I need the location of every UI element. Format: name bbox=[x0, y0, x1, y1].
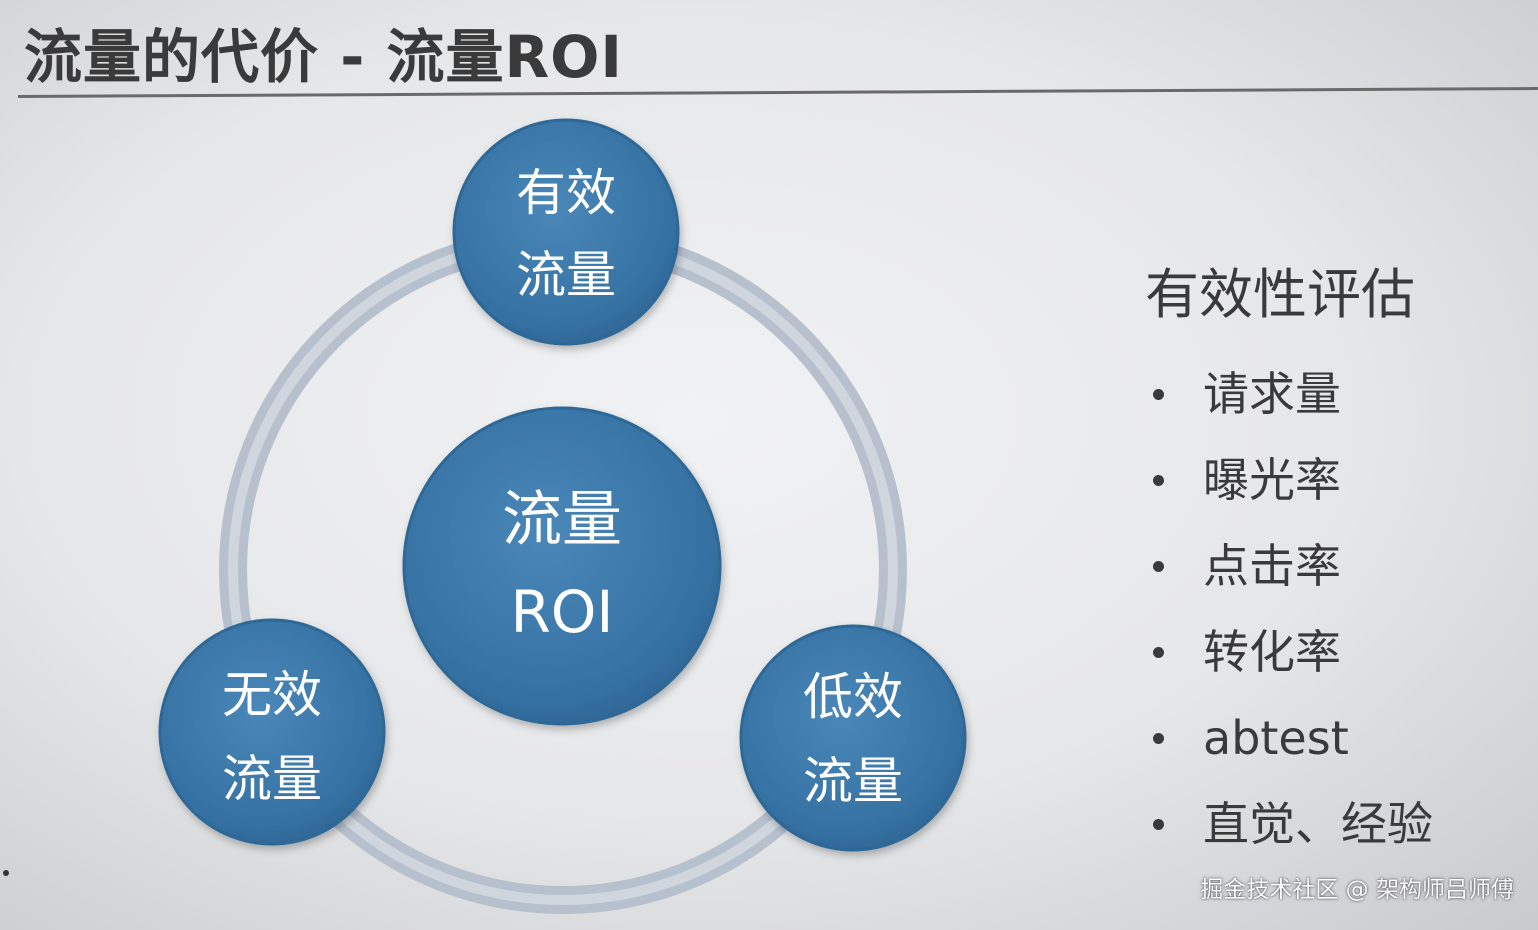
node-inefficient-traffic: 低效 流量 bbox=[739, 624, 967, 852]
node-inefficient-traffic-line2: 流量 bbox=[803, 752, 903, 810]
node-invalid-traffic-line1: 无效 bbox=[222, 666, 322, 724]
center-node-label-line2: ROI bbox=[510, 578, 613, 646]
effectiveness-heading: 有效性评估 bbox=[1145, 263, 1415, 326]
node-effective-traffic: 有效 流量 bbox=[452, 118, 680, 346]
list-item-label: 点击率 bbox=[1203, 539, 1341, 593]
slide-title: 流量的代价 - 流量ROI bbox=[24, 23, 624, 91]
center-node-label-line1: 流量 bbox=[502, 485, 622, 555]
list-item: 直觉、经验 bbox=[1145, 781, 1515, 867]
node-inefficient-traffic-line1: 低效 bbox=[803, 668, 903, 726]
list-item: 转化率 bbox=[1145, 609, 1515, 695]
list-item: 曝光率 bbox=[1145, 437, 1515, 523]
bullet-icon bbox=[1153, 475, 1164, 486]
list-item: 请求量 bbox=[1145, 351, 1515, 437]
list-item-label: 请求量 bbox=[1203, 367, 1341, 421]
bullet-icon bbox=[1153, 733, 1164, 744]
node-invalid-traffic-line2: 流量 bbox=[222, 750, 322, 808]
list-item-label: 直觉、经验 bbox=[1203, 797, 1433, 851]
list-item-label: 曝光率 bbox=[1203, 453, 1341, 507]
effectiveness-list: 请求量 曝光率 点击率 转化率 abtest 直觉、经验 bbox=[1145, 351, 1515, 867]
node-effective-traffic-line2: 流量 bbox=[516, 246, 616, 304]
center-node: 流量 ROI bbox=[402, 406, 722, 726]
stray-dot bbox=[3, 870, 9, 876]
list-item-label: abtest bbox=[1203, 711, 1349, 765]
list-item: 点击率 bbox=[1145, 523, 1515, 609]
bullet-icon bbox=[1153, 647, 1164, 658]
effectiveness-panel: 有效性评估 请求量 曝光率 点击率 转化率 abtest 直觉、经验 bbox=[1145, 250, 1515, 867]
node-effective-traffic-line1: 有效 bbox=[516, 164, 616, 222]
node-invalid-traffic: 无效 流量 bbox=[158, 618, 386, 846]
list-item: abtest bbox=[1145, 695, 1515, 781]
node-effective-traffic-circle bbox=[452, 118, 680, 346]
list-item-label: 转化率 bbox=[1203, 625, 1341, 679]
center-node-circle bbox=[402, 406, 722, 726]
node-invalid-traffic-circle bbox=[158, 618, 386, 846]
bullet-icon bbox=[1153, 561, 1164, 572]
bullet-icon bbox=[1153, 819, 1164, 830]
node-inefficient-traffic-circle bbox=[739, 624, 967, 852]
bullet-icon bbox=[1153, 389, 1164, 400]
watermark: 掘金技术社区 @ 架构师吕师傅 bbox=[1200, 877, 1514, 903]
